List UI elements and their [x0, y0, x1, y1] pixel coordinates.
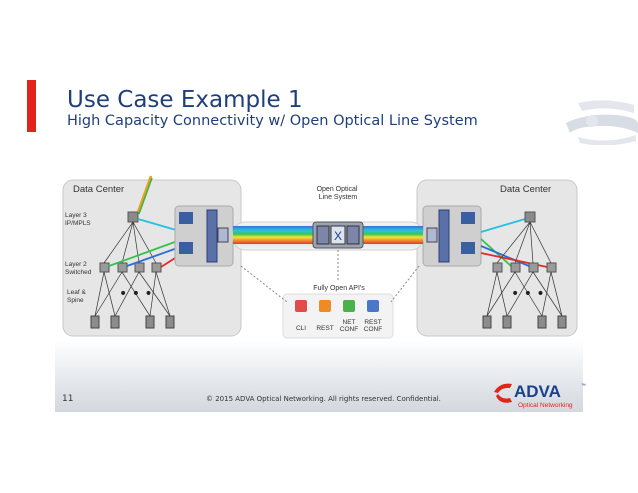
page-number: 11 — [62, 394, 74, 404]
api-item-cli: CLI — [296, 325, 306, 332]
ols-label: Open Optical Line System — [317, 186, 360, 201]
right-ellipsis: • • • — [511, 286, 545, 302]
slide-subtitle: High Capacity Connectivity w/ Open Optic… — [67, 113, 478, 129]
layer2-line1: Layer 2 — [65, 261, 87, 268]
adva-tagline: Optical Networking — [518, 402, 573, 409]
network-diagram: Data Center Data Center Layer 3 IP/MPLS … — [55, 170, 583, 340]
leaf-line1: Leaf & — [67, 289, 86, 296]
left-dc-label: Data Center — [73, 184, 124, 195]
left-servers — [90, 315, 175, 329]
copyright-text: © 2015 ADVA Optical Networking. All righ… — [206, 395, 441, 403]
right-servers — [482, 315, 567, 329]
adva-tm: ™ — [581, 383, 586, 389]
layer3-line1: Layer 3 — [65, 212, 87, 219]
api-item-rest: REST — [316, 325, 333, 332]
ols-line1: Open Optical — [317, 186, 358, 193]
layer2-label: Layer 2 Switched — [65, 261, 92, 276]
right-dc-label: Data Center — [500, 184, 551, 195]
left-ellipsis: • • • — [119, 286, 153, 302]
left-l3-router — [127, 211, 139, 223]
layer2-line2: Switched — [65, 269, 92, 276]
leaf-line2: Spine — [67, 297, 84, 304]
right-l3-router — [524, 211, 536, 223]
svg-text:X: X — [334, 229, 342, 243]
layer3-label: Layer 3 IP/MPLS — [65, 212, 91, 227]
layer3-line2: IP/MPLS — [65, 220, 91, 227]
apis-label: Fully Open API's — [313, 285, 365, 292]
right-l2-switches — [492, 262, 557, 273]
api-panel — [282, 293, 394, 339]
adva-wordmark: ADVA — [514, 382, 561, 401]
adva-logo: ADVA ™ Optical Networking — [494, 382, 586, 409]
adva-swirl-icon — [566, 100, 638, 145]
slide-title: Use Case Example 1 — [67, 87, 303, 113]
footer-band — [55, 340, 583, 412]
leaf-spine-label: Leaf & Spine — [67, 289, 88, 304]
left-l2-switches — [99, 262, 162, 273]
api-icons — [295, 300, 379, 312]
ols-line2: Line System — [319, 194, 358, 201]
accent-bar — [27, 80, 36, 132]
